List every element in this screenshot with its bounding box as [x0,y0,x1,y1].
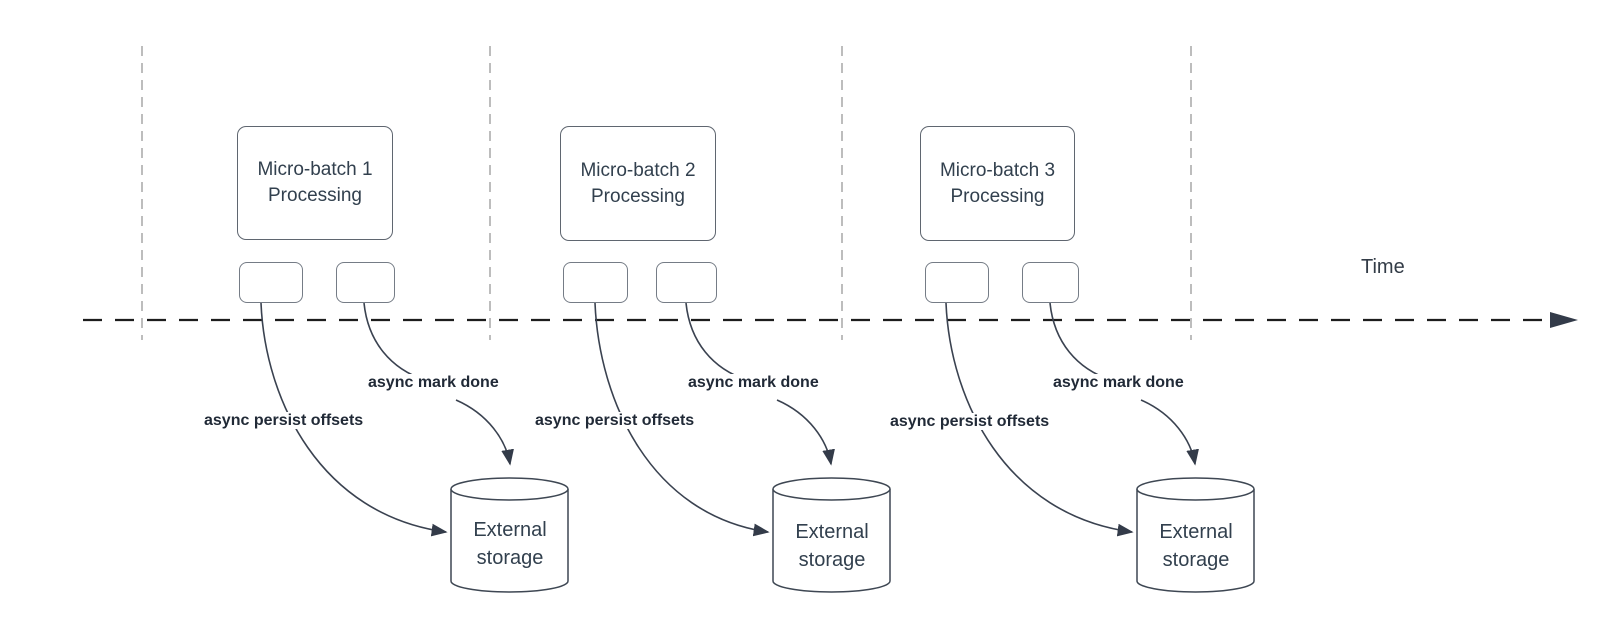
external-storage-cylinder [1136,477,1255,593]
mark-done-arrow-label: async mark done [1050,374,1187,391]
process-box-microbatch-1: Micro-batch 1 Processing [237,126,393,240]
storage-label-line2: storage [798,549,866,571]
mark-done-task-node [656,262,717,303]
process-box-label-line2: Processing [950,185,1045,207]
persist-task-node [239,262,303,303]
mark-done-task-node [1022,262,1079,303]
cylinder-body [772,489,891,593]
process-box-label-line1: Micro-batch 3 [939,159,1056,181]
persist-offsets-arrow [945,302,1134,537]
external-storage-label: External storage [1137,518,1255,574]
process-box-microbatch-2: Micro-batch 2 Processing [560,126,716,241]
process-box-label-line2: Processing [591,185,685,207]
persist-offsets-arrow [260,302,448,537]
mark-done-task-node [336,262,395,303]
cylinder-top [772,477,891,501]
cylinder-body [450,489,569,593]
mark-done-arrow-upper [363,302,426,381]
mark-done-arrow-upper [1049,302,1112,381]
mark-done-arrow-lower [1140,399,1199,466]
external-storage-cylinder [450,477,569,593]
mark-done-arrow-lower [455,399,514,466]
time-axis-label: Time [1361,256,1405,278]
persist-task-node [563,262,628,303]
persist-offsets-arrow [594,302,770,537]
storage-label-line2: storage [1162,549,1230,571]
batch-boundary-guides [141,46,1192,340]
cylinder-top [450,477,569,501]
persist-task-node [925,262,989,303]
external-storage-label: External storage [451,516,569,572]
persist-offsets-arrow-label: async persist offsets [532,412,698,429]
process-box-label-line2: Processing [268,185,362,206]
mark-done-arrow-label: async mark done [685,374,822,391]
external-storage-cylinder [772,477,891,593]
persist-offsets-arrow-label: async persist offsets [887,413,1053,430]
cylinder-body [1136,489,1255,593]
mark-done-arrow-label: async mark done [365,374,502,391]
persist-offsets-arrow-label: async persist offsets [201,412,367,429]
storage-label-line1: External [473,519,547,541]
time-axis-arrowhead-icon [1550,312,1578,328]
mark-done-arrow-upper [685,302,748,381]
process-box-label-line1: Micro-batch 1 [257,159,373,180]
storage-label-line2: storage [476,547,544,569]
storage-label-line1: External [1159,521,1233,543]
process-box-microbatch-3: Micro-batch 3 Processing [920,126,1075,241]
external-storage-label: External storage [773,518,891,574]
time-axis [83,312,1578,328]
cylinder-top [1136,477,1255,501]
mark-done-arrow-lower [776,399,835,466]
storage-label-line1: External [795,521,869,543]
process-box-label-line1: Micro-batch 2 [580,159,696,181]
